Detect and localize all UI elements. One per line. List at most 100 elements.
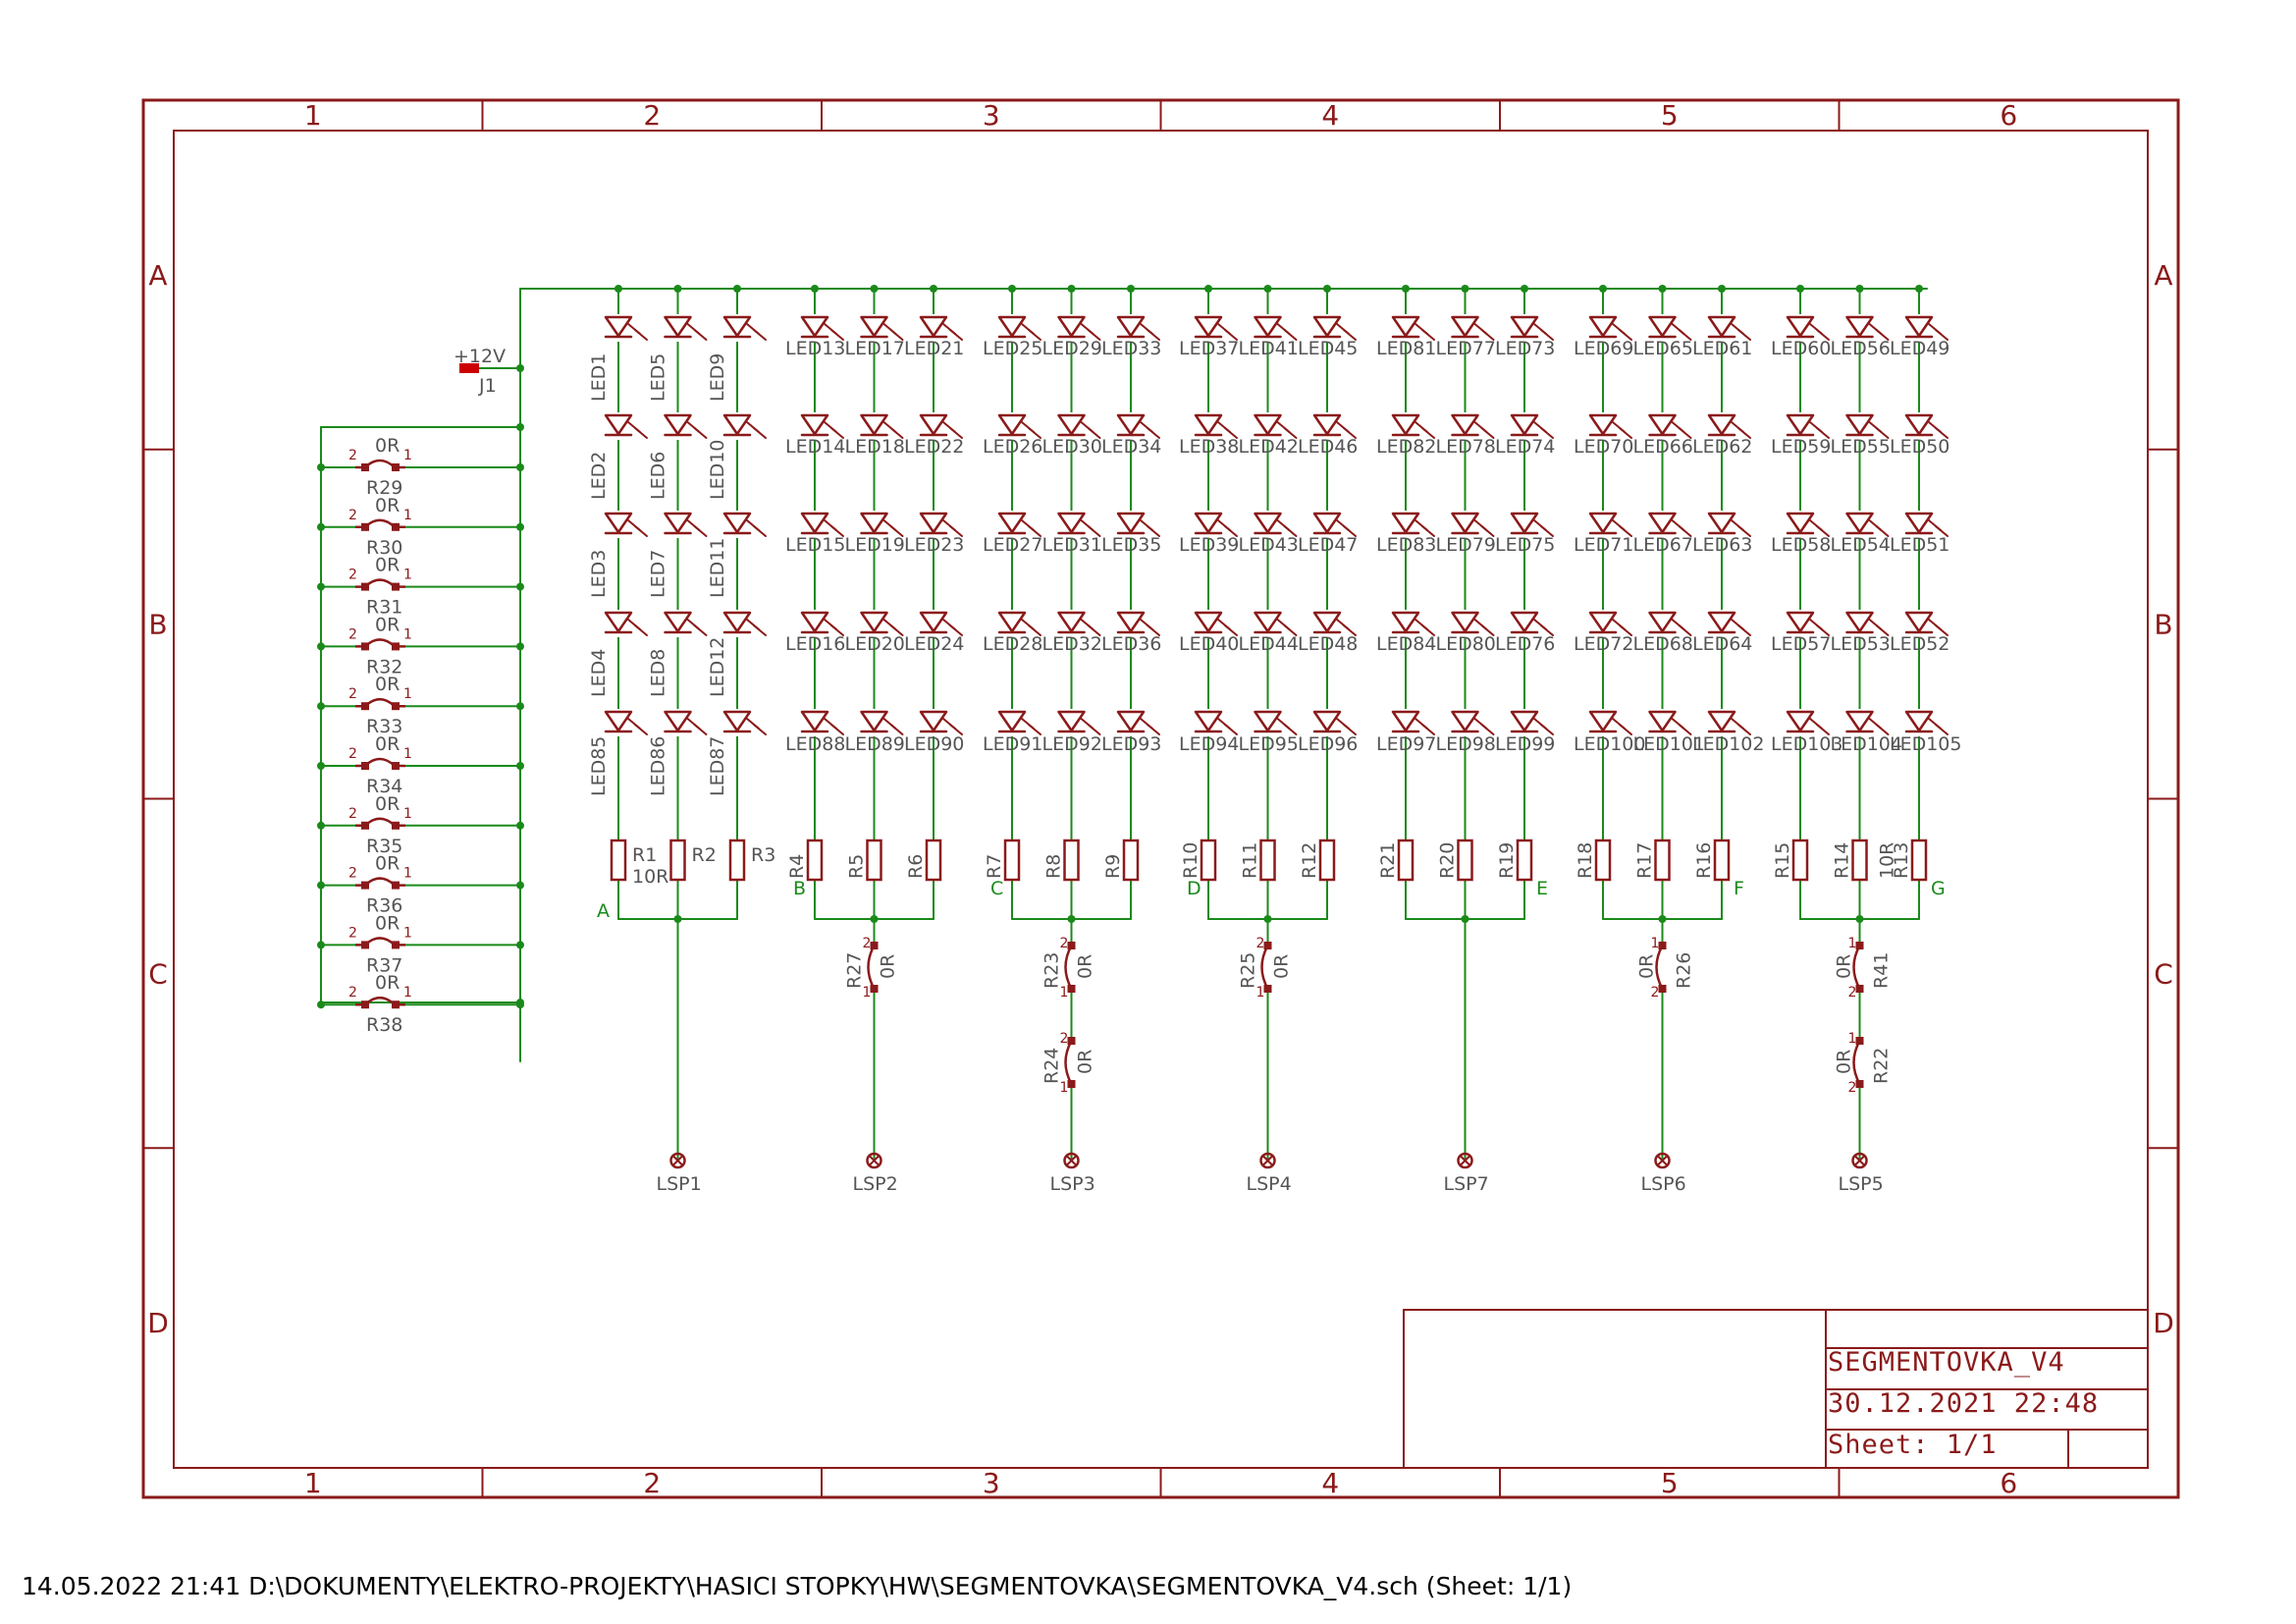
led-emission-arrow [1935,724,1949,735]
led-symbol [997,413,1027,436]
led-ref-label: LED70 [1574,436,1633,458]
led-symbol [604,512,633,534]
led-ref-label: LED29 [1042,338,1102,359]
led-ref-label: LED33 [1101,338,1161,359]
jumper-pad [870,942,879,949]
resistor-value-label: 10R [1877,842,1898,879]
led-emission-arrow [1737,624,1751,636]
jumper-pad [361,762,369,770]
frame-column-label: 5 [1661,99,1679,132]
frame-column-label: 1 [304,1467,322,1499]
led-symbol [722,710,752,732]
solder-pad-label: LSP5 [1839,1173,1884,1195]
led-ref-label: LED34 [1101,436,1161,458]
led-symbol [722,611,752,633]
led-symbol [1648,710,1677,732]
resistor-mask [807,840,823,880]
resistor-body [1318,839,1336,882]
led-ref-label: LED31 [1042,534,1102,556]
led-emission-arrow [1480,624,1495,636]
led-ref-label: LED95 [1239,733,1299,755]
title-block-date: 30.12.2021 22:48 [1828,1388,2099,1419]
led-symbol [1057,611,1086,633]
led-ref-label: LED5 [648,353,669,402]
solder-pad [1063,1152,1080,1169]
resistor-mask [1851,840,1868,880]
led-ref-label: LED4 [588,649,610,697]
led-symbol [997,710,1027,732]
jumper-pin-number: 1 [403,508,412,523]
jumper-pin-number: 1 [403,746,412,762]
led-symbol [1588,611,1618,633]
resistor-mask [1398,840,1414,880]
led-emission-arrow [830,329,844,341]
outer-frame [141,98,2180,1499]
title-block: SEGMENTOVKA_V4 30.12.2021 22:48 Sheet: 1… [1828,1347,2099,1460]
resistor-ref-label: R21 [1377,842,1399,879]
resistor-mask [1595,840,1611,880]
led-symbol [1845,710,1874,732]
resistor-ref-label: R14 [1832,842,1853,879]
led-emission-arrow [1283,525,1298,537]
led-symbol [664,512,692,534]
led-symbol [1194,315,1223,338]
frame-column-label: 1 [304,99,322,132]
jumper-pad [1855,985,1864,993]
led-symbol [1451,710,1479,732]
jumper-pad [1658,942,1667,949]
led-symbol [1904,512,1934,534]
jumper-ref-label: R27 [844,952,866,989]
frame-row-label: C [148,957,168,990]
jumper-pin-number: 2 [1848,1080,1857,1096]
jumper-pad [361,582,369,591]
resistor-body [1200,839,1217,882]
resistor-ref-label: R3 [751,844,775,866]
led-emission-arrow [1619,624,1632,636]
led-ref-label: LED41 [1239,338,1299,359]
led-ref-label: LED39 [1179,534,1239,556]
led-symbol [919,710,948,732]
print-footer: 14.05.2022 21:41 D:\DOKUMENTY\ELEKTRO-PR… [22,1572,1573,1600]
led-emission-arrow [889,525,904,537]
resistor-mask [1654,840,1671,880]
jumper-pad [392,463,400,471]
led-ref-label: LED104 [1831,733,1903,755]
resistor-body [1713,839,1731,882]
led-symbol [1510,512,1539,534]
led-symbol [1510,413,1539,436]
led-symbol [919,315,948,338]
led-symbol [1588,413,1618,436]
led-ref-label: LED7 [648,550,669,598]
jumper-pin-number: 2 [348,448,357,463]
led-emission-arrow [889,427,904,439]
junction-dot [317,881,325,890]
led-ref-label: LED49 [1890,338,1949,359]
led-symbol [860,512,888,534]
led-symbol [1845,611,1874,633]
led-ref-label: LED3 [588,550,610,598]
led-symbol [1057,710,1086,732]
led-emission-arrow [1224,624,1238,636]
junction-dot [516,941,524,949]
led-emission-arrow [1540,624,1554,636]
solder-pad-cross [1065,1155,1078,1166]
led-symbol [919,413,948,436]
led-ref-label: LED54 [1831,534,1891,556]
jumper-mask [860,944,882,991]
jumper-pad [361,941,369,949]
jumper-mask [1254,944,1276,991]
solder-pad-label: LSP6 [1641,1173,1686,1195]
led-emission-arrow [1028,724,1041,735]
led-ref-label: LED10 [707,440,728,500]
solder-pad-label: LSP7 [1444,1173,1489,1195]
solder-pad [866,1152,882,1169]
junction-dot [516,423,524,431]
jumper-ref-label: R37 [366,954,402,976]
led-ref-label: LED65 [1633,338,1693,359]
jumper-mask [1845,944,1868,991]
led-symbol [919,611,948,633]
resistor-ref-label: R1 [632,844,657,866]
led-emission-arrow [949,329,963,341]
led-ref-label: LED9 [707,353,728,402]
resistor-ref-label: R4 [786,854,808,879]
